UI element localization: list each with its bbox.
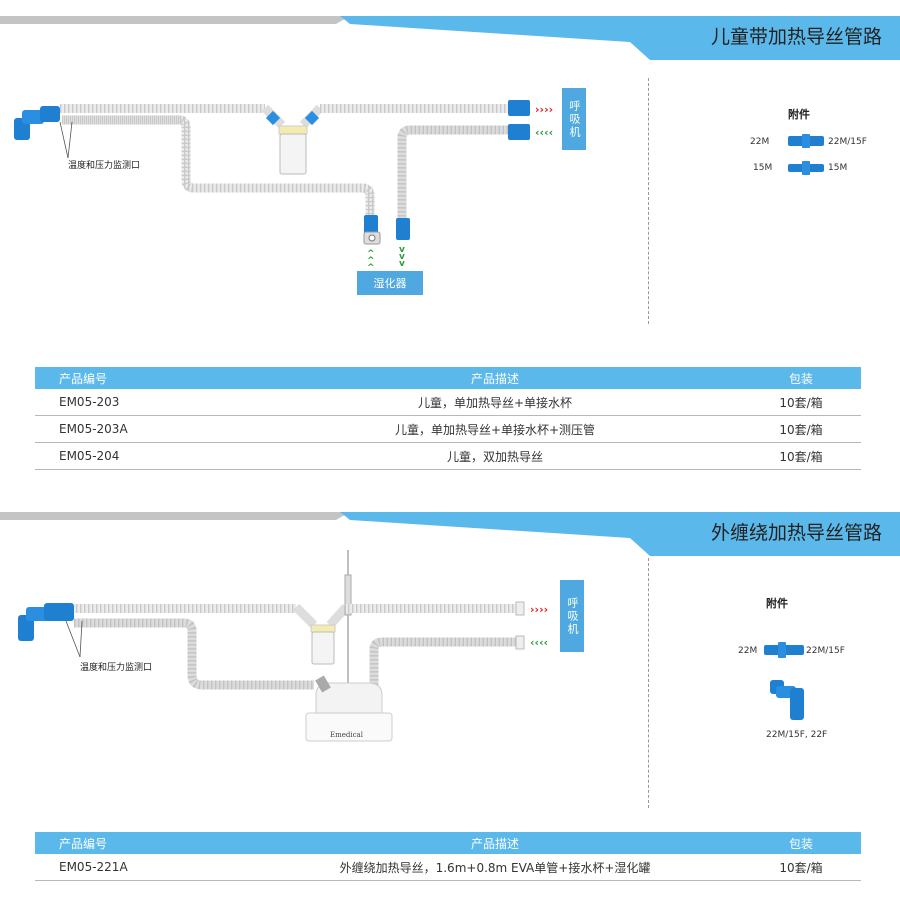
brand-text: Emedical <box>330 731 364 739</box>
table-row: EM05-203 儿童，单加热导丝+单接水杯 10套/箱 <box>35 389 861 416</box>
circuit-diagram: Emedical ›››› ‹‹‹‹ <box>18 550 548 742</box>
header-packaging: 包装 <box>741 832 861 854</box>
patient-elbow-connector <box>14 106 60 140</box>
svg-text:v: v <box>399 252 405 262</box>
divider-dashed <box>648 78 649 324</box>
cell-product-description: 儿童，单加热导丝+单接水杯 <box>249 389 741 416</box>
accessories-title: 附件 <box>788 108 810 121</box>
accessories-panel: 附件 22M 22M/15F 15M 15M <box>660 0 900 330</box>
accessory-2-elbow-icon <box>770 680 804 720</box>
connector-22m-top <box>508 100 530 116</box>
ventilator-label: 呼吸机 <box>568 99 581 139</box>
divider-dashed <box>648 558 649 808</box>
section-title: 儿童带加热导丝管路 <box>710 26 882 48</box>
accessory-1-left-label: 22M <box>738 646 758 656</box>
connector-22m-bottom <box>508 124 530 140</box>
circuit-diagram: ›››› ‹‹‹‹ ^ ^ ^ v v v <box>14 100 553 273</box>
svg-text:v: v <box>399 259 405 269</box>
accessory-1-right-label: 22M/15F <box>806 646 845 656</box>
accessories-title: 附件 <box>766 597 788 610</box>
ventilator-box: 呼吸机 <box>562 88 586 150</box>
ventilator-label: 呼吸机 <box>566 596 579 636</box>
accessory-2-left-label: 15M <box>753 163 773 173</box>
cell-packaging: 10套/箱 <box>741 854 861 881</box>
header-product-code: 产品编号 <box>35 832 249 854</box>
section-pediatric-heated-circuit: 儿童带加热导丝管路 <box>0 0 900 470</box>
accessory-1-right-label: 22M/15F <box>828 137 867 147</box>
accessory-2-connector <box>788 161 824 175</box>
arrow-from-ventilator: ‹‹‹‹ <box>530 636 548 649</box>
monitoring-port-label: 温度和压力监测口 <box>68 161 141 171</box>
accessory-1-connector <box>788 134 824 148</box>
accessory-2-caption: 22M/15F, 22F <box>766 730 828 740</box>
inspiratory-tube <box>60 104 265 113</box>
table-header-row: 产品编号 产品描述 包装 <box>35 832 861 854</box>
inspiratory-tube <box>74 604 296 613</box>
header-product-description: 产品描述 <box>249 367 741 389</box>
cell-packaging: 10套/箱 <box>741 389 861 416</box>
product-table: 产品编号 产品描述 包装 EM05-221A 外缠绕加热导丝，1.6m+0.8m… <box>35 832 861 881</box>
section-external-wound-heated-circuit: 外缠绕加热导丝管路 <box>0 490 900 903</box>
water-trap <box>292 603 350 665</box>
svg-text:^: ^ <box>367 263 375 273</box>
section-header-bar <box>0 16 900 60</box>
cell-product-code: EM05-203A <box>35 415 249 443</box>
accessory-2-right-label: 15M <box>828 163 848 173</box>
table-row: EM05-221A 外缠绕加热导丝，1.6m+0.8m EVA单管+接水杯+湿化… <box>35 854 861 881</box>
section-title: 外缠绕加热导丝管路 <box>710 522 882 544</box>
expiratory-tube <box>74 618 314 690</box>
humidifier-box: 湿化器 <box>357 271 423 295</box>
header-product-description: 产品描述 <box>249 832 741 854</box>
arrow-from-humidifier: v <box>399 245 405 255</box>
monitoring-port-label: 温度和压力监测口 <box>80 663 153 673</box>
product-table: 产品编号 产品描述 包装 EM05-203 儿童，单加热导丝+单接水杯 10套/… <box>35 367 861 470</box>
cell-packaging: 10套/箱 <box>741 442 861 470</box>
humidifier-label: 湿化器 <box>373 277 407 290</box>
table-row: EM05-204 儿童，双加热导丝 10套/箱 <box>35 442 861 470</box>
arrow-from-ventilator: ‹‹‹‹ <box>535 126 553 139</box>
arrow-to-ventilator: ›››› <box>530 603 548 616</box>
cell-product-code: EM05-203 <box>35 389 249 416</box>
connector-22m-bottom <box>515 635 525 650</box>
humidification-chamber: Emedical <box>305 675 393 742</box>
arrow-to-ventilator: ›››› <box>535 103 553 116</box>
accessories-panel: 附件 22M 22M/15F 22M/15F, 22F <box>660 490 900 810</box>
ventilator-box: 呼吸机 <box>560 580 584 652</box>
cell-packaging: 10套/箱 <box>741 415 861 443</box>
accessory-1-left-label: 22M <box>750 137 770 147</box>
table-header-row: 产品编号 产品描述 包装 <box>35 367 861 389</box>
accessory-1-connector <box>764 642 804 658</box>
connector-22m-top <box>515 601 525 616</box>
patient-elbow-connector <box>18 603 74 641</box>
svg-text:^: ^ <box>367 256 375 266</box>
water-trap <box>261 104 324 175</box>
cell-product-code: EM05-204 <box>35 442 249 470</box>
section-header-bar <box>0 512 900 556</box>
cell-product-description: 儿童，双加热导丝 <box>249 442 741 470</box>
arrow-to-humidifier: ^ <box>367 249 375 259</box>
header-packaging: 包装 <box>741 367 861 389</box>
cell-product-code: EM05-221A <box>35 854 249 881</box>
cell-product-description: 儿童，单加热导丝+单接水杯+测压管 <box>249 415 741 443</box>
cell-product-description: 外缠绕加热导丝，1.6m+0.8m EVA单管+接水杯+湿化罐 <box>249 854 741 881</box>
header-product-code: 产品编号 <box>35 367 249 389</box>
table-row: EM05-203A 儿童，单加热导丝+单接水杯+测压管 10套/箱 <box>35 415 861 443</box>
